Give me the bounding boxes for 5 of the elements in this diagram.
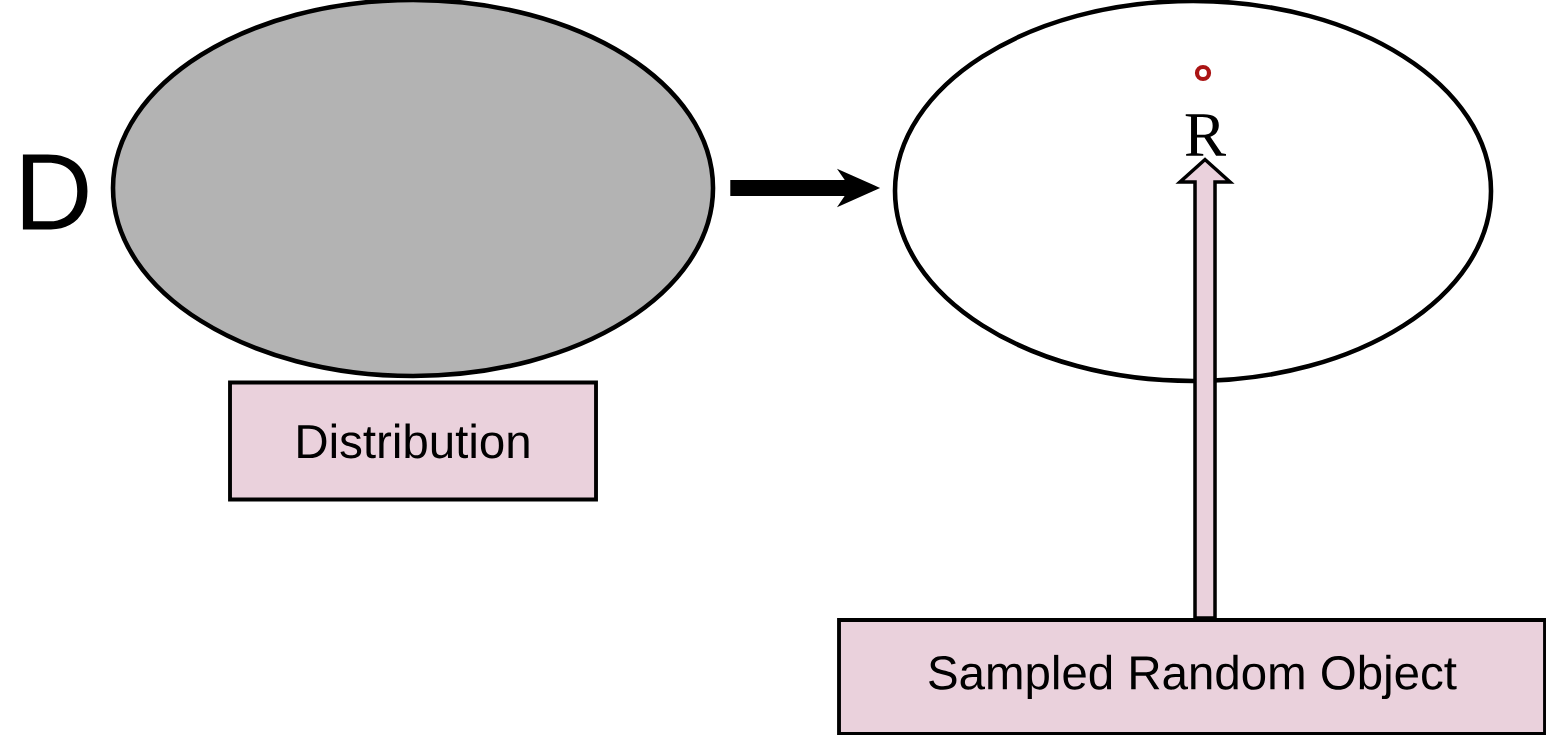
ellipse-heading: D	[22, 154, 88, 230]
block-arrow	[1175, 157, 1235, 620]
label-box: Distribution	[228, 380, 598, 502]
point-label: R	[1185, 114, 1226, 156]
label-box: Sampled Random Object	[837, 618, 1546, 735]
